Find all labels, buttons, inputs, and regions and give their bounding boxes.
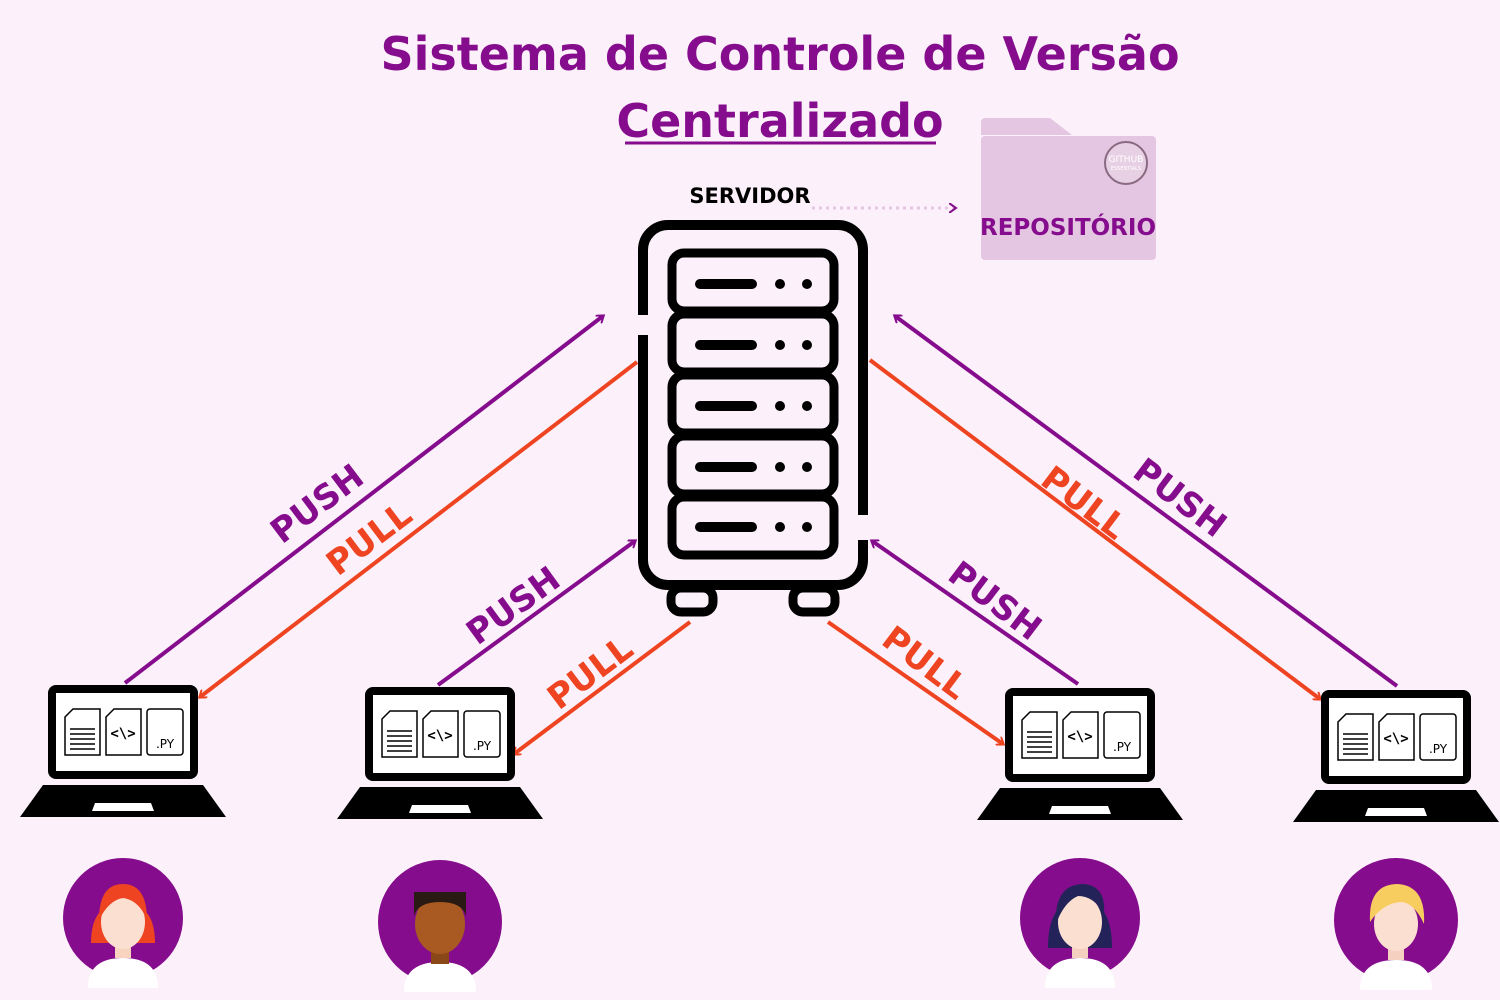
laptop-icon-3: <\> .PY: [977, 692, 1183, 820]
pull-arrow-1: [200, 360, 639, 697]
push-arrow-2: [436, 539, 635, 687]
repository-label: REPOSITÓRIO: [980, 213, 1156, 241]
github-essentials-logo: GITHUB ESSENTIALS: [1104, 141, 1148, 185]
pull-arrow-4: [868, 358, 1320, 699]
server-icon: [638, 220, 868, 617]
laptop-icon-4: <\> .PY: [1293, 694, 1499, 822]
push-arrow-1: [123, 316, 603, 685]
svg-text:<\>: <\>: [1383, 731, 1408, 747]
avatar-user-4: [1334, 858, 1458, 990]
svg-text:ESSENTIALS: ESSENTIALS: [1111, 166, 1141, 172]
svg-text:<\>: <\>: [1067, 729, 1092, 745]
repository-folder: GITHUB ESSENTIALS REPOSITÓRIO: [980, 118, 1156, 260]
svg-text:.PY: .PY: [1113, 740, 1132, 754]
svg-text:.PY: .PY: [156, 737, 175, 751]
laptop-icon-1: <\> .PY: [20, 689, 226, 817]
title-line-1: Sistema de Controle de Versão: [380, 27, 1179, 81]
server-label: SERVIDOR: [689, 184, 810, 208]
svg-text:.PY: .PY: [473, 739, 492, 753]
push-arrow-3: [872, 541, 1080, 686]
pull-arrow-2: [514, 620, 692, 754]
push-arrow-4: [895, 316, 1399, 688]
svg-text:.PY: .PY: [1429, 742, 1448, 756]
avatar-user-2: [378, 860, 502, 992]
svg-text:GITHUB: GITHUB: [1109, 155, 1144, 165]
avatar-user-1: [63, 858, 183, 988]
title-line-2: Centralizado: [616, 94, 943, 148]
avatar-user-3: [1020, 858, 1140, 988]
laptop-icon-2: <\> .PY: [337, 691, 543, 819]
pull-arrow-3: [826, 620, 1003, 744]
svg-text:<\>: <\>: [427, 728, 452, 744]
svg-text:<\>: <\>: [110, 726, 135, 742]
